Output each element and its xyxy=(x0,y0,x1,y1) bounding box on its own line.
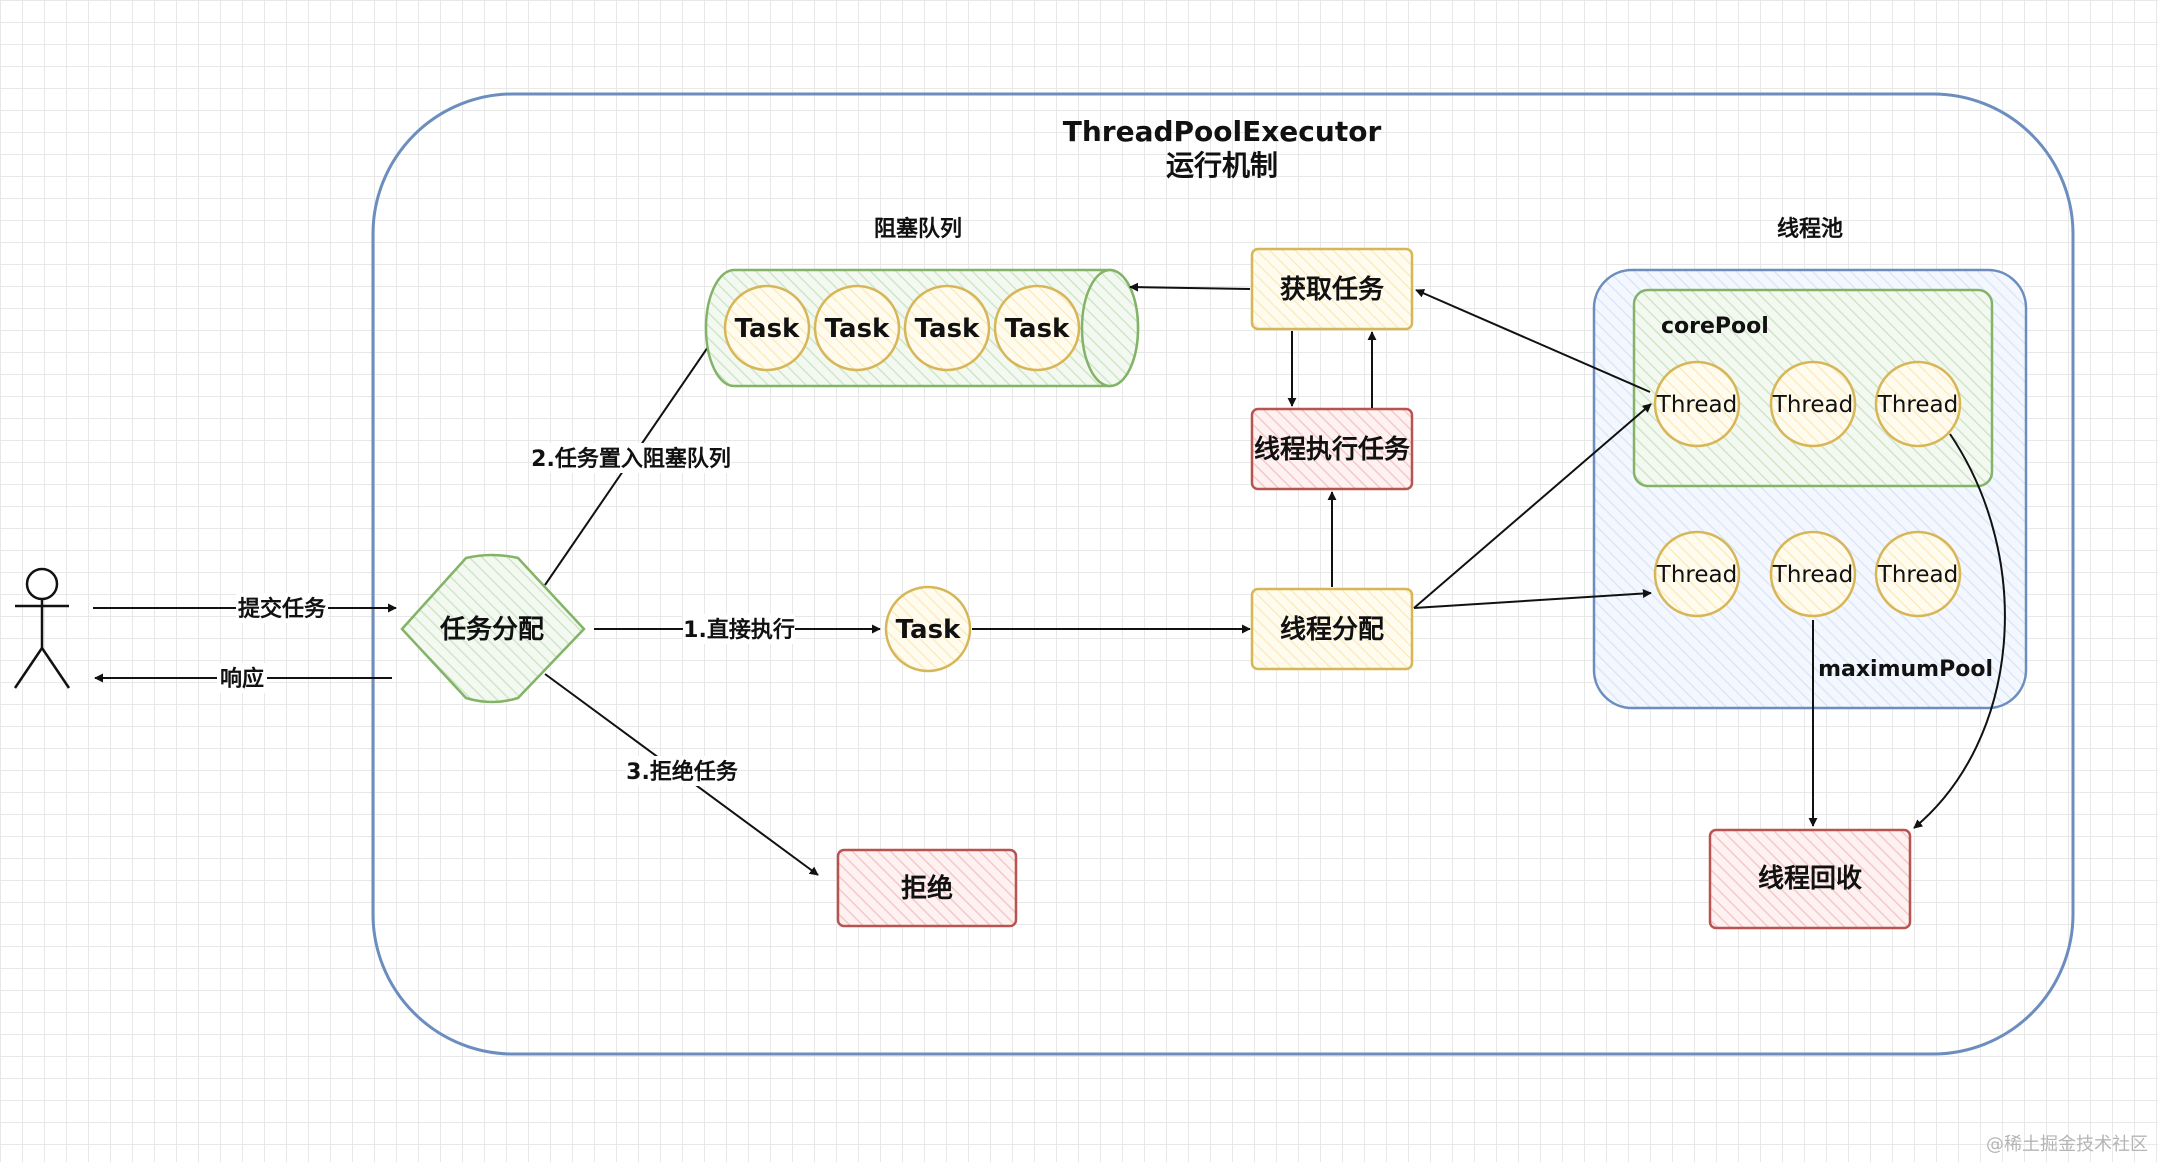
executor-container xyxy=(371,92,2075,1056)
edge-thread-to-fetch xyxy=(1415,289,1651,393)
svg-text:3.拒绝任务: 3.拒绝任务 xyxy=(626,759,739,785)
core-thread-1[interactable]: Thread xyxy=(1653,360,1741,448)
edge-label-respond: 响应 xyxy=(217,663,267,693)
svg-text:Task: Task xyxy=(915,314,980,344)
execute-task-box[interactable]: 线程执行任务 xyxy=(1250,407,1414,491)
edge-core-to-recycle xyxy=(1913,433,2006,829)
svg-text:Thread: Thread xyxy=(1656,392,1737,418)
maximum-pool-label: maximumPool xyxy=(1818,657,1993,682)
svg-text:Task: Task xyxy=(735,314,800,344)
edge-assign-to-core xyxy=(1413,403,1652,609)
diagram-title-line1: ThreadPoolExecutor xyxy=(1063,115,1382,148)
svg-text:Thread: Thread xyxy=(1877,562,1958,588)
svg-text:Task: Task xyxy=(1005,314,1070,344)
max-thread-3[interactable]: Thread xyxy=(1874,530,1962,618)
queue-task-1[interactable]: Task xyxy=(723,284,811,372)
fetch-task-label: 获取任务 xyxy=(1280,275,1384,305)
thread-assign-box[interactable]: 线程分配 xyxy=(1250,587,1414,671)
execute-task-label: 线程执行任务 xyxy=(1254,434,1410,465)
fetch-task-box[interactable]: 获取任务 xyxy=(1250,247,1414,331)
queue-task-3[interactable]: Task xyxy=(903,284,991,372)
svg-text:Thread: Thread xyxy=(1656,562,1737,588)
svg-text:Thread: Thread xyxy=(1772,562,1853,588)
svg-text:Task: Task xyxy=(825,314,890,344)
blocking-queue-title: 阻塞队列 xyxy=(874,216,962,242)
core-thread-3[interactable]: Thread xyxy=(1874,360,1962,448)
reject-label: 拒绝 xyxy=(901,873,953,904)
max-thread-1[interactable]: Thread xyxy=(1653,530,1741,618)
edge-label-enqueue: 2.任务置入阻塞队列 xyxy=(531,443,731,473)
diagram-title-line2: 运行机制 xyxy=(1166,149,1278,182)
svg-text:2.任务置入阻塞队列: 2.任务置入阻塞队列 xyxy=(531,446,731,472)
core-thread-2[interactable]: Thread xyxy=(1769,360,1857,448)
edge-label-submit: 提交任务 xyxy=(236,593,328,623)
dispatch-diamond[interactable]: 任务分配 xyxy=(400,553,586,704)
svg-text:提交任务: 提交任务 xyxy=(238,596,327,622)
svg-text:响应: 响应 xyxy=(220,666,264,692)
svg-text:Thread: Thread xyxy=(1772,392,1853,418)
max-thread-2[interactable]: Thread xyxy=(1769,530,1857,618)
core-pool-label: corePool xyxy=(1661,314,1769,339)
thread-pool-title: 线程池 xyxy=(1777,216,1843,242)
direct-task-label: Task xyxy=(896,615,961,645)
thread-recycle-label: 线程回收 xyxy=(1758,864,1862,894)
user-actor-icon[interactable] xyxy=(13,567,71,689)
edge-label-direct: 1.直接执行 xyxy=(683,614,795,644)
queue-task-4[interactable]: Task xyxy=(993,284,1081,372)
reject-box[interactable]: 拒绝 xyxy=(836,848,1018,928)
svg-text:Thread: Thread xyxy=(1877,392,1958,418)
queue-task-2[interactable]: Task xyxy=(813,284,901,372)
dispatch-label: 任务分配 xyxy=(439,615,544,645)
thread-recycle-box[interactable]: 线程回收 xyxy=(1708,828,1912,930)
watermark: @稀土掘金技术社区 xyxy=(1986,1134,2148,1155)
svg-text:1.直接执行: 1.直接执行 xyxy=(683,617,795,643)
thread-assign-label: 线程分配 xyxy=(1280,615,1384,645)
edge-label-reject: 3.拒绝任务 xyxy=(626,756,739,786)
edge-assign-to-max xyxy=(1413,589,1652,609)
edge-fetch-to-queue xyxy=(1129,282,1251,292)
direct-task-circle[interactable]: Task xyxy=(884,585,972,673)
